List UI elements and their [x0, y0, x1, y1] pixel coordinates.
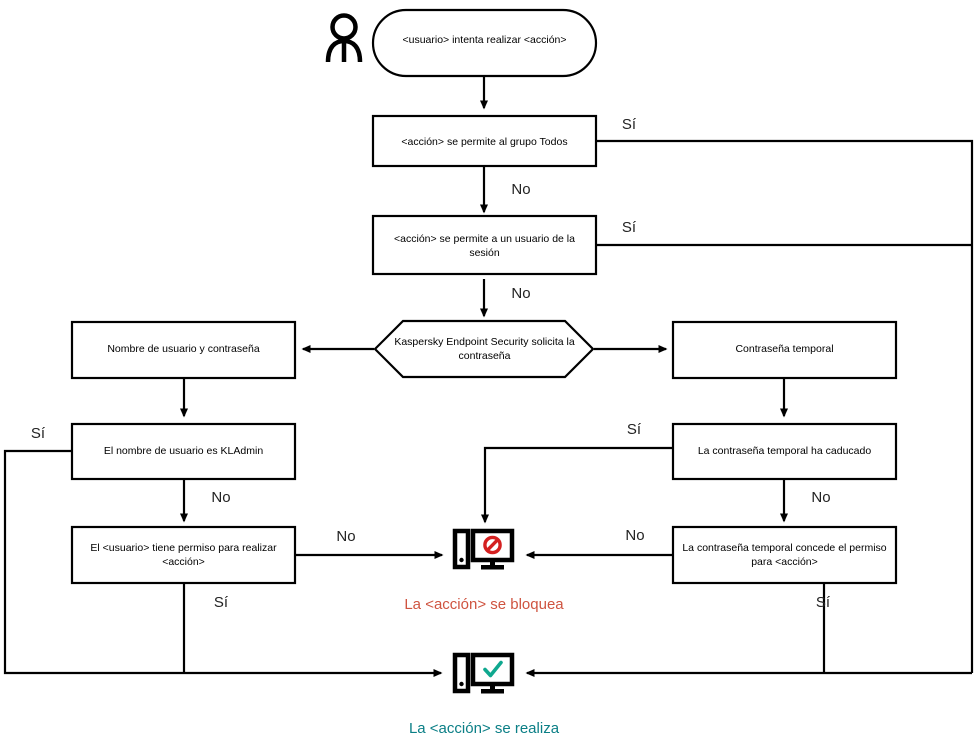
- edge-expired-yes: [481, 446, 672, 524]
- node-temp-grants-permission-label-1: La contraseña temporal concede el permis…: [682, 542, 886, 554]
- computer-allowed-icon: [452, 652, 515, 694]
- node-temp-password[interactable]: Contraseña temporal: [671, 320, 898, 380]
- edge-label-session-no: No: [511, 285, 530, 302]
- edge-label-everyone-yes: Sí: [622, 116, 637, 133]
- node-username-password-label: Nombre de usuario y contraseña: [107, 343, 259, 355]
- edge-label-everyone-no: No: [511, 181, 530, 198]
- edges-layer: [3, 76, 974, 677]
- node-allowed-everyone[interactable]: <acción> se permite al grupo Todos: [371, 114, 598, 168]
- edge-label-grants-no: No: [625, 527, 644, 544]
- edge-label-permission-no: No: [336, 528, 355, 545]
- node-is-kladmin[interactable]: El nombre de usuario es KLAdmin: [70, 422, 297, 481]
- node-start[interactable]: <usuario> intenta realizar <acción>: [371, 8, 598, 78]
- node-temp-expired-label: La contraseña temporal ha caducado: [698, 445, 872, 457]
- edge-label-permission-yes: Sí: [214, 594, 229, 611]
- node-kes-prompt-label-1: Kaspersky Endpoint Security solicita la: [394, 336, 574, 348]
- node-username-password[interactable]: Nombre de usuario y contraseña: [70, 320, 297, 380]
- edge-label-expired-yes: Sí: [627, 421, 642, 438]
- node-allowed-everyone-label: <acción> se permite al grupo Todos: [401, 136, 567, 148]
- user-person-icon: [325, 13, 363, 63]
- node-allowed-session-user-label-2: sesión: [469, 247, 500, 259]
- node-user-has-permission-label-1: El <usuario> tiene permiso para realizar: [90, 542, 277, 554]
- edge-label-session-yes: Sí: [622, 219, 637, 236]
- node-kes-prompt[interactable]: Kaspersky Endpoint Security solicita la …: [373, 319, 595, 379]
- node-temp-grants-permission[interactable]: La contraseña temporal concede el permis…: [671, 525, 898, 585]
- edge-label-expired-no: No: [811, 489, 830, 506]
- node-temp-password-label: Contraseña temporal: [735, 343, 833, 355]
- edge-labels-layer: Sí No Sí No Sí No No Sí Sí No No Sí: [31, 116, 831, 611]
- node-allowed-session-user[interactable]: <acción> se permite a un usuario de la s…: [371, 214, 598, 276]
- node-temp-grants-permission-label-2: para <acción>: [751, 556, 818, 568]
- edge-everyone-yes: [596, 139, 974, 673]
- node-user-has-permission-label-2: <acción>: [162, 556, 205, 568]
- node-start-label: <usuario> intenta realizar <acción>: [402, 34, 566, 46]
- computer-blocked-icon: [452, 528, 515, 570]
- edge-label-kladmin-yes: Sí: [31, 425, 46, 442]
- node-user-has-permission[interactable]: El <usuario> tiene permiso para realizar…: [70, 525, 297, 585]
- edge-label-kladmin-no: No: [211, 489, 230, 506]
- edge-kladmin-yes: [3, 449, 443, 677]
- blocked-outcome-caption: La <acción> se bloquea: [404, 596, 564, 613]
- node-kes-prompt-label-2: contraseña: [459, 350, 511, 362]
- node-allowed-session-user-label-1: <acción> se permite a un usuario de la: [394, 233, 575, 245]
- edge-label-grants-yes: Sí: [816, 594, 831, 611]
- node-temp-expired[interactable]: La contraseña temporal ha caducado: [671, 422, 898, 481]
- node-is-kladmin-label: El nombre de usuario es KLAdmin: [104, 445, 263, 457]
- allowed-outcome-caption: La <acción> se realiza: [409, 720, 560, 737]
